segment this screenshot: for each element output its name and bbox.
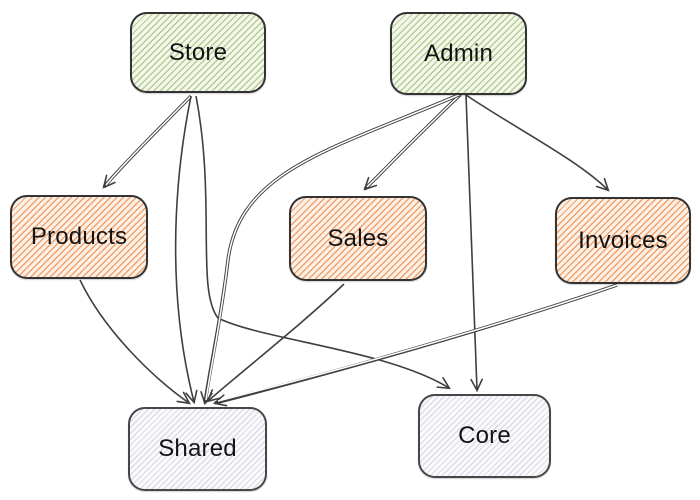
- edge-admin-core: [465, 94, 483, 393]
- node-shared-label: Shared: [158, 435, 237, 462]
- node-products-label: Products: [30, 223, 128, 250]
- edge-invoices-shared: [212, 283, 618, 407]
- node-shared[interactable]: Shared: [128, 407, 267, 491]
- edge-admin-shared: [200, 92, 462, 406]
- edge-products-shared: [79, 279, 191, 405]
- node-core[interactable]: Core: [418, 394, 551, 478]
- edge-admin-sales: [363, 93, 462, 191]
- edge-store-products: [102, 94, 193, 189]
- node-store-label: Store: [168, 38, 228, 66]
- node-sales[interactable]: Sales: [289, 196, 427, 281]
- node-invoices[interactable]: Invoices: [555, 197, 691, 284]
- node-core-label: Core: [458, 422, 511, 449]
- node-admin[interactable]: Admin: [390, 12, 527, 95]
- node-store[interactable]: Store: [130, 12, 266, 93]
- edge-sales-shared: [206, 283, 345, 403]
- edge-store-shared: [174, 95, 198, 405]
- node-invoices-label: Invoices: [578, 226, 668, 254]
- node-admin-label: Admin: [423, 39, 494, 67]
- node-products[interactable]: Products: [10, 195, 148, 279]
- edge-admin-invoices: [465, 94, 610, 192]
- node-sales-label: Sales: [327, 224, 389, 252]
